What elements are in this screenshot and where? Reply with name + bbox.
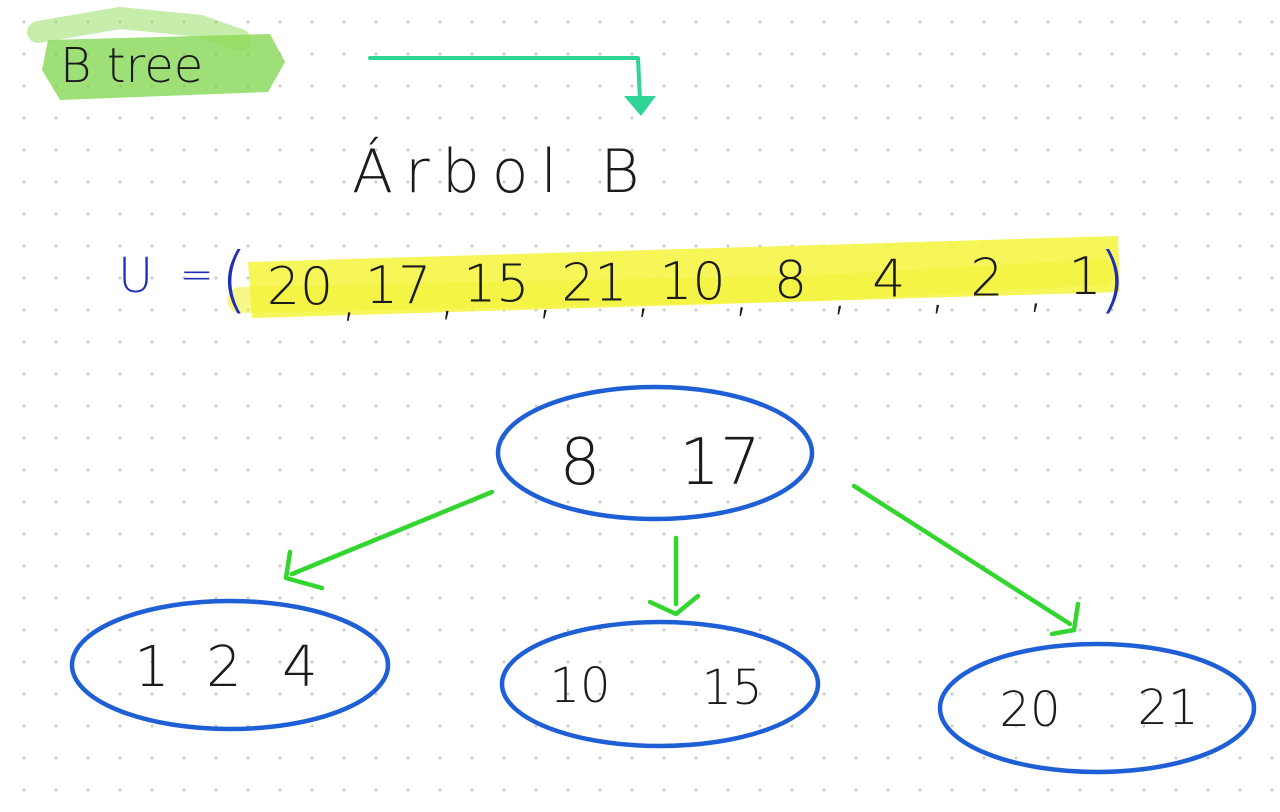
middle-child-key-2: 15 (701, 660, 762, 716)
sequence-separator: , (440, 270, 455, 326)
sequence-value: 2 (970, 248, 1003, 308)
left-child-node: 1 2 4 (69, 598, 391, 732)
sequence-open-paren: ( (220, 237, 248, 321)
sequence-values: 20,17,15,21,10,8,4,2,1 (267, 247, 1102, 327)
middle-child-outline (499, 619, 821, 749)
title-english: B tree (60, 38, 203, 94)
sequence-separator: , (636, 268, 651, 324)
right-child-key-1: 20 (999, 682, 1060, 738)
right-child-node: 20 21 (937, 641, 1257, 775)
edge-root-left (283, 489, 495, 591)
root-key-1: 8 (560, 426, 601, 500)
sequence-value: 15 (463, 255, 529, 315)
sequence-value: 20 (267, 257, 333, 317)
sequence-equals: = (180, 252, 214, 298)
root-node-outline (495, 384, 815, 522)
sequence-separator: , (930, 264, 945, 320)
sequence-value: 10 (659, 252, 725, 312)
root-key-2: 17 (679, 426, 760, 500)
sequence-value: 21 (561, 253, 627, 313)
translate-arrow (368, 56, 656, 116)
sequence-separator: , (1028, 263, 1043, 319)
title-highlight (27, 6, 285, 100)
middle-child-node: 10 15 (499, 619, 821, 749)
sequence-close-paren: ) (1098, 237, 1126, 321)
left-child-key-1: 1 (134, 635, 170, 700)
left-child-key-3: 4 (282, 635, 318, 700)
sequence-separator: , (734, 266, 749, 322)
edge-root-middle (647, 535, 701, 617)
right-child-outline (937, 641, 1257, 775)
sequence-separator: , (341, 271, 356, 327)
right-child-key-2: 21 (1137, 680, 1198, 736)
root-node: 8 17 (495, 384, 815, 522)
sequence-value: 4 (872, 250, 905, 310)
sequence-value: 17 (365, 256, 431, 316)
sequence-value: 8 (774, 251, 807, 311)
sequence-value: 1 (1068, 247, 1101, 307)
edge-root-right (851, 483, 1081, 637)
sequence-label: U (118, 248, 153, 304)
tree-edges (283, 483, 1081, 637)
sequence-highlight (227, 236, 1120, 318)
sequence-prefix: U = ( (118, 237, 248, 321)
left-child-key-2: 2 (206, 635, 242, 700)
middle-child-key-1: 10 (549, 658, 610, 714)
sequence-separator: , (538, 269, 553, 325)
left-child-outline (69, 598, 391, 732)
title-spanish: Árbol B (352, 135, 652, 207)
sequence-separator: , (832, 265, 847, 321)
